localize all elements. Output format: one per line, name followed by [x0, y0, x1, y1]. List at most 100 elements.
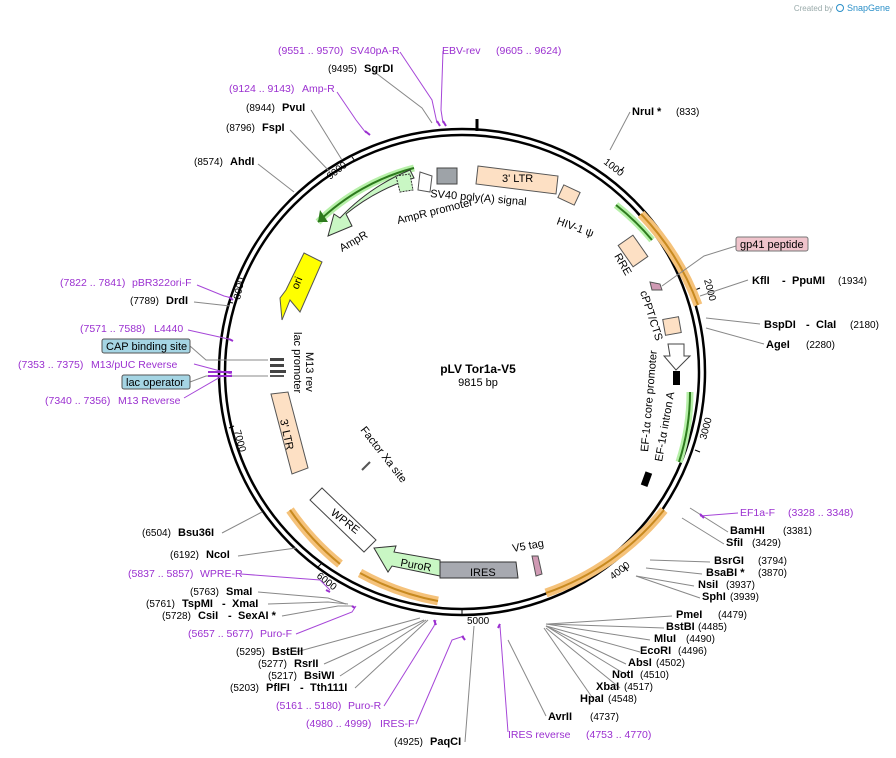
site-alt: Tth111I — [310, 682, 347, 694]
ampr-label: AmpR — [338, 229, 371, 255]
site-pos: (4548) — [608, 694, 637, 705]
site-name: TspMI — [182, 598, 213, 610]
site-pos: (5277) — [258, 659, 287, 670]
feature-ori[interactable]: ori — [279, 252, 323, 321]
ef1a-intron-label: EF-1α intron A — [653, 390, 677, 462]
site-name: BspDI — [764, 319, 796, 331]
site-pos: (5728) — [162, 611, 191, 622]
site-dash: - — [228, 610, 232, 622]
site-name: MluI — [654, 633, 676, 645]
site-name: NsiI — [698, 579, 718, 591]
site-name: Puro-R — [348, 700, 382, 712]
ltr5-label: 3' LTR — [502, 173, 533, 185]
site-pos: (4496) — [678, 646, 707, 657]
site-name: IRES reverse — [508, 729, 571, 741]
ori-label: ori — [290, 275, 306, 291]
site-pos: (5763) — [190, 587, 219, 598]
feature-ltr3[interactable]: 3' LTR — [270, 391, 309, 475]
site-pos: (3794) — [758, 556, 787, 567]
site-pos: (3937) — [726, 580, 755, 591]
site-pos: (4980 .. 4999) — [306, 718, 371, 730]
site-pos: (4479) — [718, 610, 747, 621]
lac-promoter-label: lac promoter — [291, 332, 303, 393]
site-alt: SexAI * — [238, 610, 277, 622]
sites-bottom-left: (6504) Bsu36I (6192) NcoI (5837 .. 5857)… — [128, 527, 461, 748]
site-pos: (4517) — [624, 682, 653, 693]
site-name: IRES-F — [380, 718, 414, 730]
site-name: BsaBI * — [706, 567, 745, 579]
site-name: AhdI — [230, 156, 254, 168]
site-name: L4440 — [154, 323, 183, 335]
site-pos: (4737) — [590, 712, 619, 723]
tick-label: 5000 — [467, 616, 490, 627]
site-name: RsrII — [294, 658, 318, 670]
site-name: SfiI — [726, 537, 743, 549]
feature-ltr5[interactable]: 3' LTR — [475, 165, 559, 195]
feature-cppt[interactable]: cPPT/CTS — [637, 281, 665, 342]
site-name: SV40pA-R — [350, 45, 400, 57]
site-name: PflFI — [266, 682, 290, 694]
feature-wpre[interactable]: WPRE — [309, 487, 377, 553]
site-name: CsiI — [198, 610, 218, 622]
site-pos: (7571 .. 7588) — [80, 323, 145, 335]
cppt-label: cPPT/CTS — [637, 289, 664, 342]
credit: Created by SnapGene — [794, 3, 890, 13]
site-dash: - — [782, 275, 786, 287]
feature-puror[interactable]: PuroR — [373, 545, 441, 577]
site-pos: (4510) — [640, 670, 669, 681]
site-pos: (7353 .. 7375) — [18, 359, 83, 371]
feature-v5-tag[interactable]: V5 tag — [511, 538, 545, 577]
site-name: EcoRI — [640, 645, 671, 657]
feature-ires[interactable]: IRES — [439, 561, 519, 579]
site-pos: (5203) — [230, 683, 259, 694]
ires-label: IRES — [470, 567, 496, 579]
site-pos: (9495) — [328, 64, 357, 75]
site-name: PmeI — [676, 609, 702, 621]
site-pos: (7340 .. 7356) — [45, 395, 110, 407]
feature-orange-arcs — [286, 210, 703, 606]
feature-factor-xa[interactable]: Factor Xa site — [358, 424, 409, 485]
site-name: EBV-rev — [442, 45, 481, 57]
site-pos: (2180) — [850, 320, 879, 331]
site-pos: (3328 .. 3348) — [788, 507, 853, 519]
primer-markers — [208, 120, 705, 641]
site-box-label: lac operator — [126, 377, 184, 389]
site-name: EF1a-F — [740, 507, 775, 519]
site-pos: (9551 .. 9570) — [278, 45, 343, 57]
site-name: HpaI — [580, 693, 604, 705]
site-dash: - — [806, 319, 810, 331]
site-name: M13/pUC Reverse — [91, 359, 178, 371]
site-dash: - — [300, 682, 304, 694]
sites-top: (9551 .. 9570) SV40pA-R EBV-rev (9605 ..… — [194, 45, 561, 168]
site-pos: (9605 .. 9624) — [496, 45, 561, 57]
site-name: NcoI — [206, 549, 230, 561]
site-name: BstEII — [272, 646, 303, 658]
site-pos: (5761) — [146, 599, 175, 610]
site-pos: (5217) — [268, 671, 297, 682]
site-alt: ClaI — [816, 319, 836, 331]
site-pos: (9124 .. 9143) — [229, 83, 294, 95]
site-name: BsrGI — [714, 555, 744, 567]
sites-left: (7822 .. 7841) pBR322ori-F (7789) DrdI (… — [18, 277, 192, 407]
site-pos: (4485) — [698, 622, 727, 633]
credit-prefix: Created by — [793, 3, 833, 13]
site-pos: (6192) — [170, 550, 199, 561]
site-pos: (833) — [676, 107, 699, 118]
feature-lac-promoter[interactable]: lac promoter M13 rev — [270, 332, 315, 393]
site-pos: (4925) — [394, 737, 423, 748]
site-name: FspI — [262, 122, 285, 134]
site-name: BamHI — [730, 525, 765, 537]
map-name: pLV Tor1a-V5 — [440, 362, 516, 376]
feature-rre[interactable]: RRE — [611, 234, 649, 278]
site-name: BstBI — [666, 621, 695, 633]
site-pos: (7822 .. 7841) — [60, 277, 125, 289]
v5-label: V5 tag — [511, 538, 544, 555]
site-pos: (3939) — [730, 592, 759, 603]
snapgene-logo-icon — [835, 4, 844, 12]
ampr-promoter-label: AmpR promoter — [396, 196, 475, 227]
site-name: XbaI — [596, 681, 619, 693]
site-name: DrdI — [166, 295, 188, 307]
site-name: NotI — [612, 669, 633, 681]
feature-hiv-psi[interactable]: HIV-1 ψ — [555, 184, 595, 240]
